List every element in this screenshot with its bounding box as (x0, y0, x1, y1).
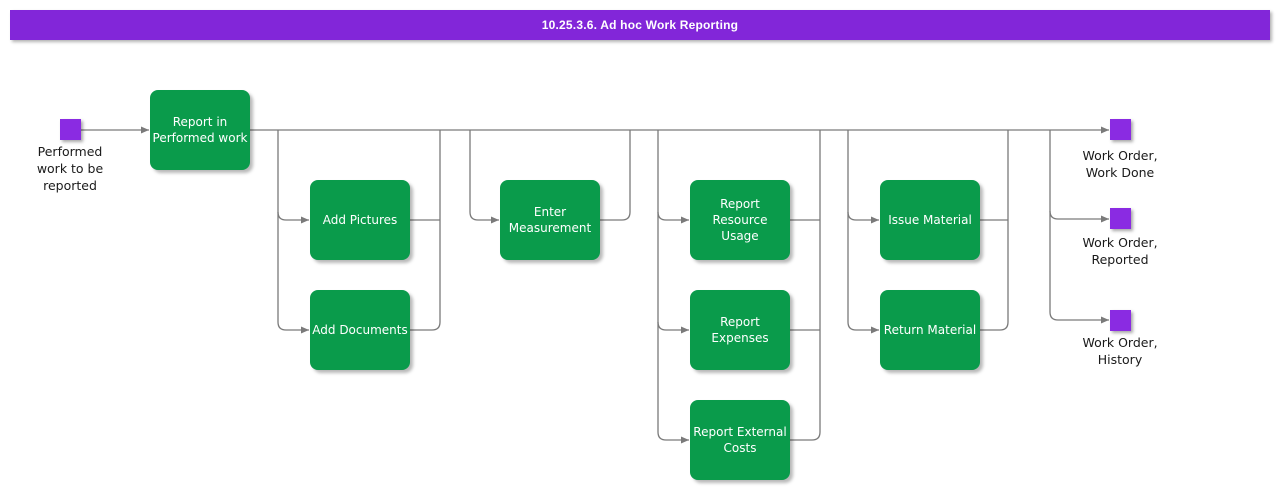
activity-enter-measurement[interactable]: Enter Measurement (500, 180, 600, 260)
end-event-square-reported[interactable] (1110, 208, 1131, 229)
activity-report-resource-usage[interactable]: Report Resource Usage (690, 180, 790, 260)
activity-issue-material[interactable]: Issue Material (880, 180, 980, 260)
activity-report-expenses[interactable]: Report Expenses (690, 290, 790, 370)
activity-report-external-costs[interactable]: Report External Costs (690, 400, 790, 480)
activity-report-in-performed-work[interactable]: Report in Performed work (150, 90, 250, 170)
page-title: 10.25.3.6. Ad hoc Work Reporting (541, 18, 739, 32)
end-event-label-reported: Work Order, Reported (1082, 235, 1158, 267)
end-event-square-history[interactable] (1110, 310, 1131, 331)
end-event-label-history: Work Order, History (1082, 335, 1158, 367)
start-event-label: Performed work to be reported (36, 144, 104, 193)
activity-return-material[interactable]: Return Material (880, 290, 980, 370)
end-event-label-work-done: Work Order, Work Done (1082, 148, 1158, 180)
end-event-square-work-done[interactable] (1110, 119, 1131, 140)
start-event-square[interactable] (60, 119, 81, 140)
title-bar: 10.25.3.6. Ad hoc Work Reporting (10, 10, 1270, 40)
activity-add-pictures[interactable]: Add Pictures (310, 180, 410, 260)
activity-add-documents[interactable]: Add Documents (310, 290, 410, 370)
